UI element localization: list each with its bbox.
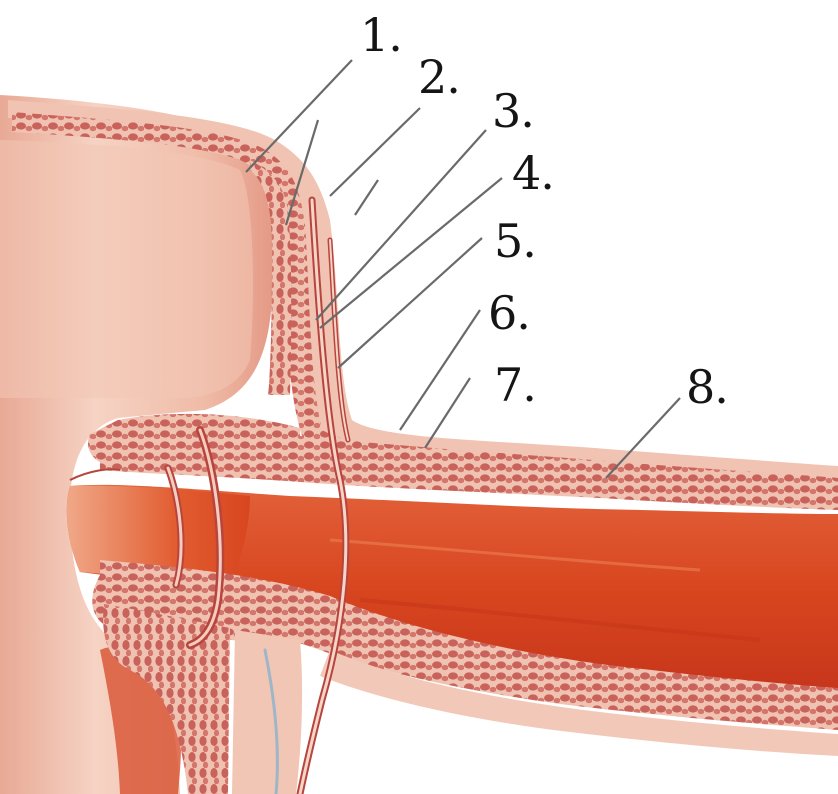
leader-line-6 — [400, 310, 480, 430]
label-8: 8. — [686, 364, 728, 410]
label-1: 1. — [360, 12, 402, 58]
leader-line-2b — [355, 180, 378, 215]
label-7: 7. — [494, 362, 536, 408]
label-5: 5. — [494, 218, 536, 264]
label-2: 2. — [418, 54, 460, 100]
label-3: 3. — [492, 88, 534, 134]
leader-line-3 — [316, 130, 486, 320]
leader-line-5 — [338, 238, 482, 368]
label-6: 6. — [488, 290, 530, 336]
leader-line-7 — [425, 378, 470, 448]
label-4: 4. — [512, 150, 554, 196]
leader-line-1a — [246, 60, 352, 172]
leader-line-4 — [320, 178, 502, 328]
